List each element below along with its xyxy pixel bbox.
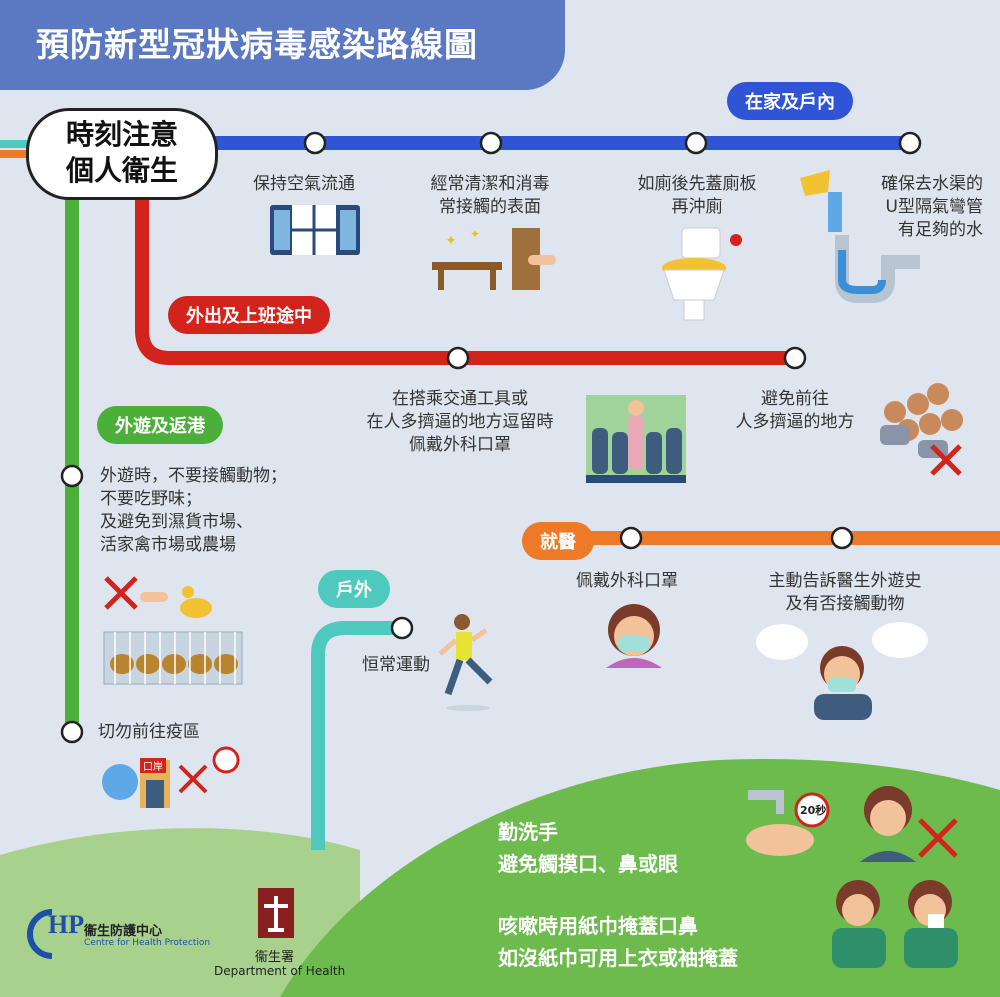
svg-text:✦: ✦ (470, 227, 480, 241)
toilet-icon (662, 227, 742, 321)
hand-wash-icon (746, 790, 830, 856)
stop-transport-mask-label: 在搭乘交通工具或 在人多擠逼的地方逗留時 佩戴外科口罩 (340, 388, 580, 457)
left-stub-teal (0, 140, 30, 148)
port-sign: 口岸 (140, 758, 166, 773)
stop-history-line-1: 主動告訴醫生外遊史 (768, 571, 922, 591)
stop-travel-line-2: 不要吃野味； (100, 489, 202, 509)
station-toilet (684, 131, 708, 155)
left-stub-orange (0, 150, 30, 158)
chp-name-en: Centre for Health Protection (84, 938, 211, 948)
cough-cover-text: 咳嗽時用紙巾掩蓋口鼻 如沒紙巾可用上衣或袖掩蓋 (498, 910, 738, 974)
stop-transport-line-1: 在搭乘交通工具或 (392, 389, 528, 409)
affected-area-icon (102, 746, 240, 808)
station-crowd (783, 346, 807, 370)
stop-travel-line-4: 活家禽市場或農場 (100, 535, 236, 555)
doh-name-en: Department of Health (214, 964, 346, 978)
section-outdoor-pill: 戶外 (318, 570, 390, 608)
stop-clean-label: 經常清潔和消毒 常接觸的表面 (415, 173, 565, 219)
station-exercise (390, 616, 414, 640)
page-title: 預防新型冠狀病毒感染路線圖 (36, 25, 478, 64)
hub-line-2: 個人衛生 (65, 154, 178, 187)
stop-crowd-line-1: 避免前往 (761, 389, 829, 409)
station-travel-animals (60, 464, 84, 488)
no-touch-face-icon (860, 786, 958, 862)
no-animal-contact-icon (104, 576, 212, 618)
stop-history-line-2: 及有否接觸動物 (785, 594, 905, 614)
poultry-cage-icon (103, 631, 243, 685)
stop-ventilation-label: 保持空氣流通 (253, 174, 355, 194)
hand-wash-line-2: 避免觸摸口、鼻或眼 (498, 852, 678, 876)
section-home-pill: 在家及戶內 (727, 82, 853, 120)
chp-logo-letters: HP (48, 910, 85, 939)
stop-drain-label: 確保去水渠的 U型隔氣彎管 有足夠的水 (855, 173, 983, 242)
masked-woman-icon (606, 604, 662, 668)
stop-drain-line-1: 確保去水渠的 (881, 174, 983, 194)
station-ventilation (303, 131, 327, 155)
cough-cover-icon (832, 880, 958, 968)
drain-pipe-icon (800, 170, 920, 303)
hub-line-1: 時刻注意 (65, 118, 178, 151)
station-drain (898, 131, 922, 155)
cough-cover-line-2: 如沒紙巾可用上衣或袖掩蓋 (498, 946, 738, 970)
stop-toilet-line-2: 再沖廁 (671, 197, 723, 217)
stop-medical-history-label: 主動告訴醫生外遊史 及有否接觸動物 (745, 570, 945, 616)
stop-travel-line-3: 及避免到濕貨市場、 (100, 512, 253, 532)
stop-avoid-area-label: 切勿前往疫區 (98, 722, 200, 742)
patient-talk-icon (756, 622, 928, 720)
crowd-avoid-icon (880, 383, 963, 476)
section-commute-pill: 外出及上班途中 (168, 296, 330, 334)
stop-exercise-label: 恒常運動 (362, 655, 430, 675)
stop-toilet-line-1: 如廁後先蓋廁板 (637, 174, 757, 194)
stop-drain-line-2: U型隔氣彎管 (885, 197, 983, 217)
cough-cover-line-1: 咳嗽時用紙巾掩蓋口鼻 (498, 914, 698, 938)
hill-left (0, 828, 360, 997)
stop-crowd-line-2: 人多擠逼的地方 (735, 412, 855, 432)
section-travel-pill: 外遊及返港 (97, 406, 223, 444)
stop-travel-line-1: 外遊時，不要接觸動物； (100, 466, 287, 486)
stop-crowd-label: 避免前往 人多擠逼的地方 (720, 388, 870, 434)
section-medical-pill: 就醫 (522, 522, 594, 560)
station-transport-mask (446, 346, 470, 370)
hub-badge: 時刻注意 個人衛生 (26, 108, 218, 200)
svg-text:✦: ✦ (445, 233, 457, 249)
twenty-seconds-badge: 20秒 (800, 804, 827, 817)
title-bar (0, 0, 565, 90)
chp-logo-mark (27, 909, 53, 959)
doh-logo-mark (258, 888, 294, 938)
table-door-icon: ✦ ✦ (432, 227, 556, 290)
chp-name-cn: 衞生防護中心 (84, 924, 163, 939)
window-icon (270, 205, 360, 255)
stop-clean-line-2: 常接觸的表面 (439, 197, 541, 217)
stop-transport-line-3: 佩戴外科口罩 (409, 435, 511, 455)
station-medical-mask (619, 526, 643, 550)
station-medical-history (830, 526, 854, 550)
stop-transport-line-2: 在人多擠逼的地方逗留時 (366, 412, 554, 432)
stop-clean-line-1: 經常清潔和消毒 (430, 174, 550, 194)
hand-wash-text: 勤洗手 避免觸摸口、鼻或眼 (498, 816, 678, 880)
stop-drain-line-3: 有足夠的水 (898, 220, 983, 240)
hand-wash-line-1: 勤洗手 (498, 820, 558, 844)
doh-name-cn: 衞生署 (255, 950, 295, 965)
stop-medical-mask-label: 佩戴外科口罩 (576, 571, 678, 591)
transport-crowd-icon (586, 395, 686, 483)
outdoor-line (311, 621, 400, 850)
station-clean (479, 131, 503, 155)
runner-icon (438, 614, 493, 711)
stop-toilet-label: 如廁後先蓋廁板 再沖廁 (622, 173, 772, 219)
commute-line (135, 170, 795, 365)
station-avoid-area (60, 720, 84, 744)
stop-travel-animals-label: 外遊時，不要接觸動物； 不要吃野味； 及避免到濕貨市場、 活家禽市場或農場 (100, 465, 287, 557)
